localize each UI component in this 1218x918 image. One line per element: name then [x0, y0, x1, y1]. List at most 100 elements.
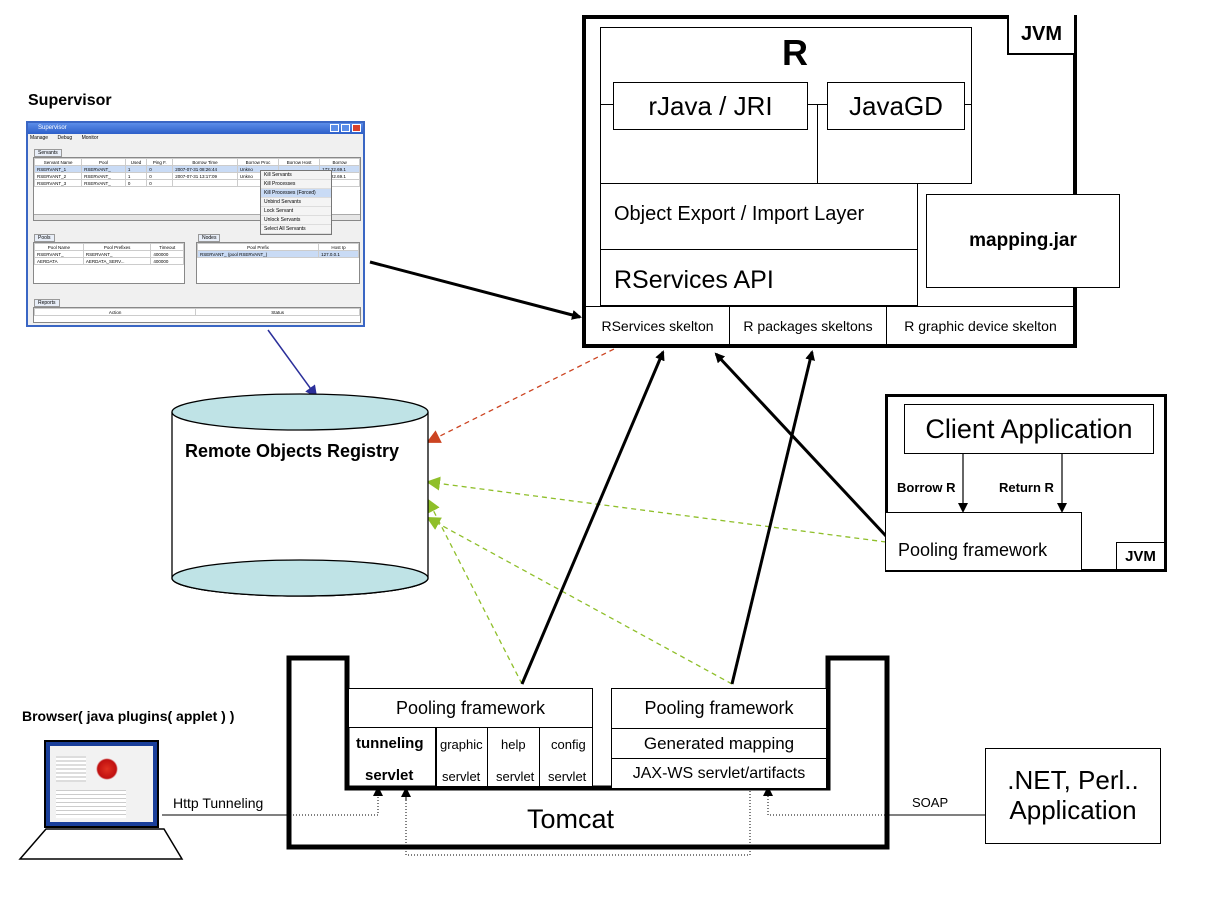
context-menu-item[interactable]: Select All Servants — [261, 225, 331, 234]
dotnet-app-line1: .NET, Perl.. — [1007, 765, 1139, 796]
table-cell: 0 — [146, 172, 174, 180]
table-cell: AERDATA — [34, 257, 84, 265]
rjava-jri-box: rJava / JRI — [613, 82, 808, 130]
client-to-rservices-arrow — [714, 352, 888, 538]
table-cell: 0 — [124, 179, 148, 187]
table-cell: RSERVANT_2 — [33, 172, 83, 180]
rjava-jri-label: rJava / JRI — [648, 90, 773, 121]
context-menu-item[interactable]: Kill Servants — [261, 171, 331, 180]
column-header: Pool Prefixes — [82, 243, 152, 251]
servlet-help-line1: help — [501, 737, 526, 752]
tab-pools[interactable]: Pools — [34, 234, 55, 242]
table-cell: 0 — [146, 165, 174, 173]
table-cell: 0 — [146, 179, 174, 187]
client-application-label: Client Application — [925, 413, 1133, 444]
r-divider-right — [964, 104, 972, 105]
servants-scrollbar[interactable] — [34, 214, 360, 220]
jvm-main-label: JVM — [1007, 15, 1074, 55]
jaxws-label: JAX-WS servlet/artifacts — [632, 764, 806, 782]
tomcat-left-to-rservices-arrow — [520, 350, 665, 685]
context-menu-item[interactable]: Lock Servant — [261, 207, 331, 216]
client-jvm-label-text: JVM — [1125, 547, 1156, 565]
skeleton-graphic-device-label: R graphic device skelton — [904, 318, 1057, 334]
skeleton-r-packages: R packages skeltons — [730, 307, 887, 345]
laptop-icon — [44, 740, 159, 828]
column-header: Borrow Host — [278, 158, 321, 166]
servlet-tunneling: tunneling servlet — [348, 727, 436, 787]
javagd-box: JavaGD — [827, 82, 965, 130]
browser-label: Browser( java plugins( applet ) ) — [22, 708, 235, 724]
table-cell — [172, 179, 238, 187]
skeleton-rservices-label: RServices skelton — [601, 318, 714, 334]
tab-reports[interactable]: Reports — [34, 299, 60, 307]
tomcat-label: Tomcat — [527, 804, 615, 834]
table-row[interactable]: RSERVANT_RSERVANT_400000 — [34, 250, 184, 258]
menu-manage[interactable]: Manage — [30, 135, 49, 141]
servlet-tunneling-line2: servlet — [365, 767, 414, 784]
column-header: Servant Name — [33, 158, 83, 166]
servlet-config-line2: servlet — [548, 769, 587, 784]
skeleton-graphic-device: R graphic device skelton — [887, 307, 1074, 345]
servlet-graphic-line2: servlet — [442, 769, 481, 784]
table-cell: RSERVANT_3 — [33, 179, 83, 187]
graphic-servlet-loop — [405, 788, 751, 856]
tomcat-right-pooling-label: Pooling framework — [644, 698, 794, 718]
tab-nodes[interactable]: Nodes — [198, 234, 221, 242]
supervisor-to-registry-arrow — [267, 329, 318, 398]
column-header: Timeout — [150, 243, 184, 251]
close-icon[interactable] — [352, 124, 361, 132]
applet-screenshot — [50, 746, 153, 822]
menu-debug[interactable]: Debug — [57, 135, 73, 141]
context-menu-item[interactable]: Unlock Servants — [261, 216, 331, 225]
jaxws-box: JAX-WS servlet/artifacts — [611, 758, 827, 788]
table-row[interactable]: RSERVANT_ (pool RSERVANT_)127.0.0.1 — [196, 250, 359, 258]
skeleton-r-packages-label: R packages skeltons — [743, 318, 873, 334]
client-pooling-to-registry-arrow — [426, 476, 887, 543]
supervisor-window: Supervisor Manage Debug Monitor Servants… — [26, 121, 365, 327]
context-menu-item[interactable]: Kill Processes (Forced) — [261, 189, 331, 198]
soap-label: SOAP — [912, 795, 949, 810]
table-cell: RSERVANT_1 — [33, 165, 83, 173]
context-menu-item[interactable]: Unbind Servants — [261, 198, 331, 207]
skeleton-row — [586, 306, 1074, 345]
maximize-icon[interactable] — [341, 124, 350, 132]
column-header: Borrow — [319, 158, 360, 166]
return-r-label: Return R — [999, 480, 1054, 495]
column-header: Status — [195, 308, 360, 316]
minimize-icon[interactable] — [330, 124, 339, 132]
table-cell: RSERVANT_ — [81, 165, 126, 173]
table-cell: 2007-07-31 08:26:44 — [172, 165, 238, 173]
http-tunneling-label: Http Tunneling — [173, 795, 264, 811]
registry-label: Remote Objects Registry — [185, 441, 400, 461]
tomcat-right-to-registry-arrow — [426, 517, 733, 685]
table-cell: RSERVANT_ — [81, 179, 126, 187]
tab-servants[interactable]: Servants — [34, 149, 62, 157]
rservices-api-label: RServices API — [614, 266, 774, 294]
column-header: Action — [33, 308, 197, 316]
supervisor-label: Supervisor — [28, 92, 112, 109]
r-divider-vertical — [817, 104, 818, 184]
context-menu-item[interactable]: Kill Processes — [261, 180, 331, 189]
tomcat-right-to-rpackages-arrow — [730, 350, 815, 685]
applet-grid — [56, 756, 86, 782]
servlet-graphic: graphic servlet — [436, 727, 488, 787]
soap-dotted — [763, 786, 885, 816]
registry-cylinder — [171, 393, 429, 597]
column-header: Pool — [81, 158, 126, 166]
r-title: R — [782, 32, 808, 73]
servlet-config-line1: config — [551, 737, 586, 752]
menu-monitor[interactable]: Monitor — [81, 135, 99, 141]
servlet-config: config servlet — [539, 727, 593, 787]
